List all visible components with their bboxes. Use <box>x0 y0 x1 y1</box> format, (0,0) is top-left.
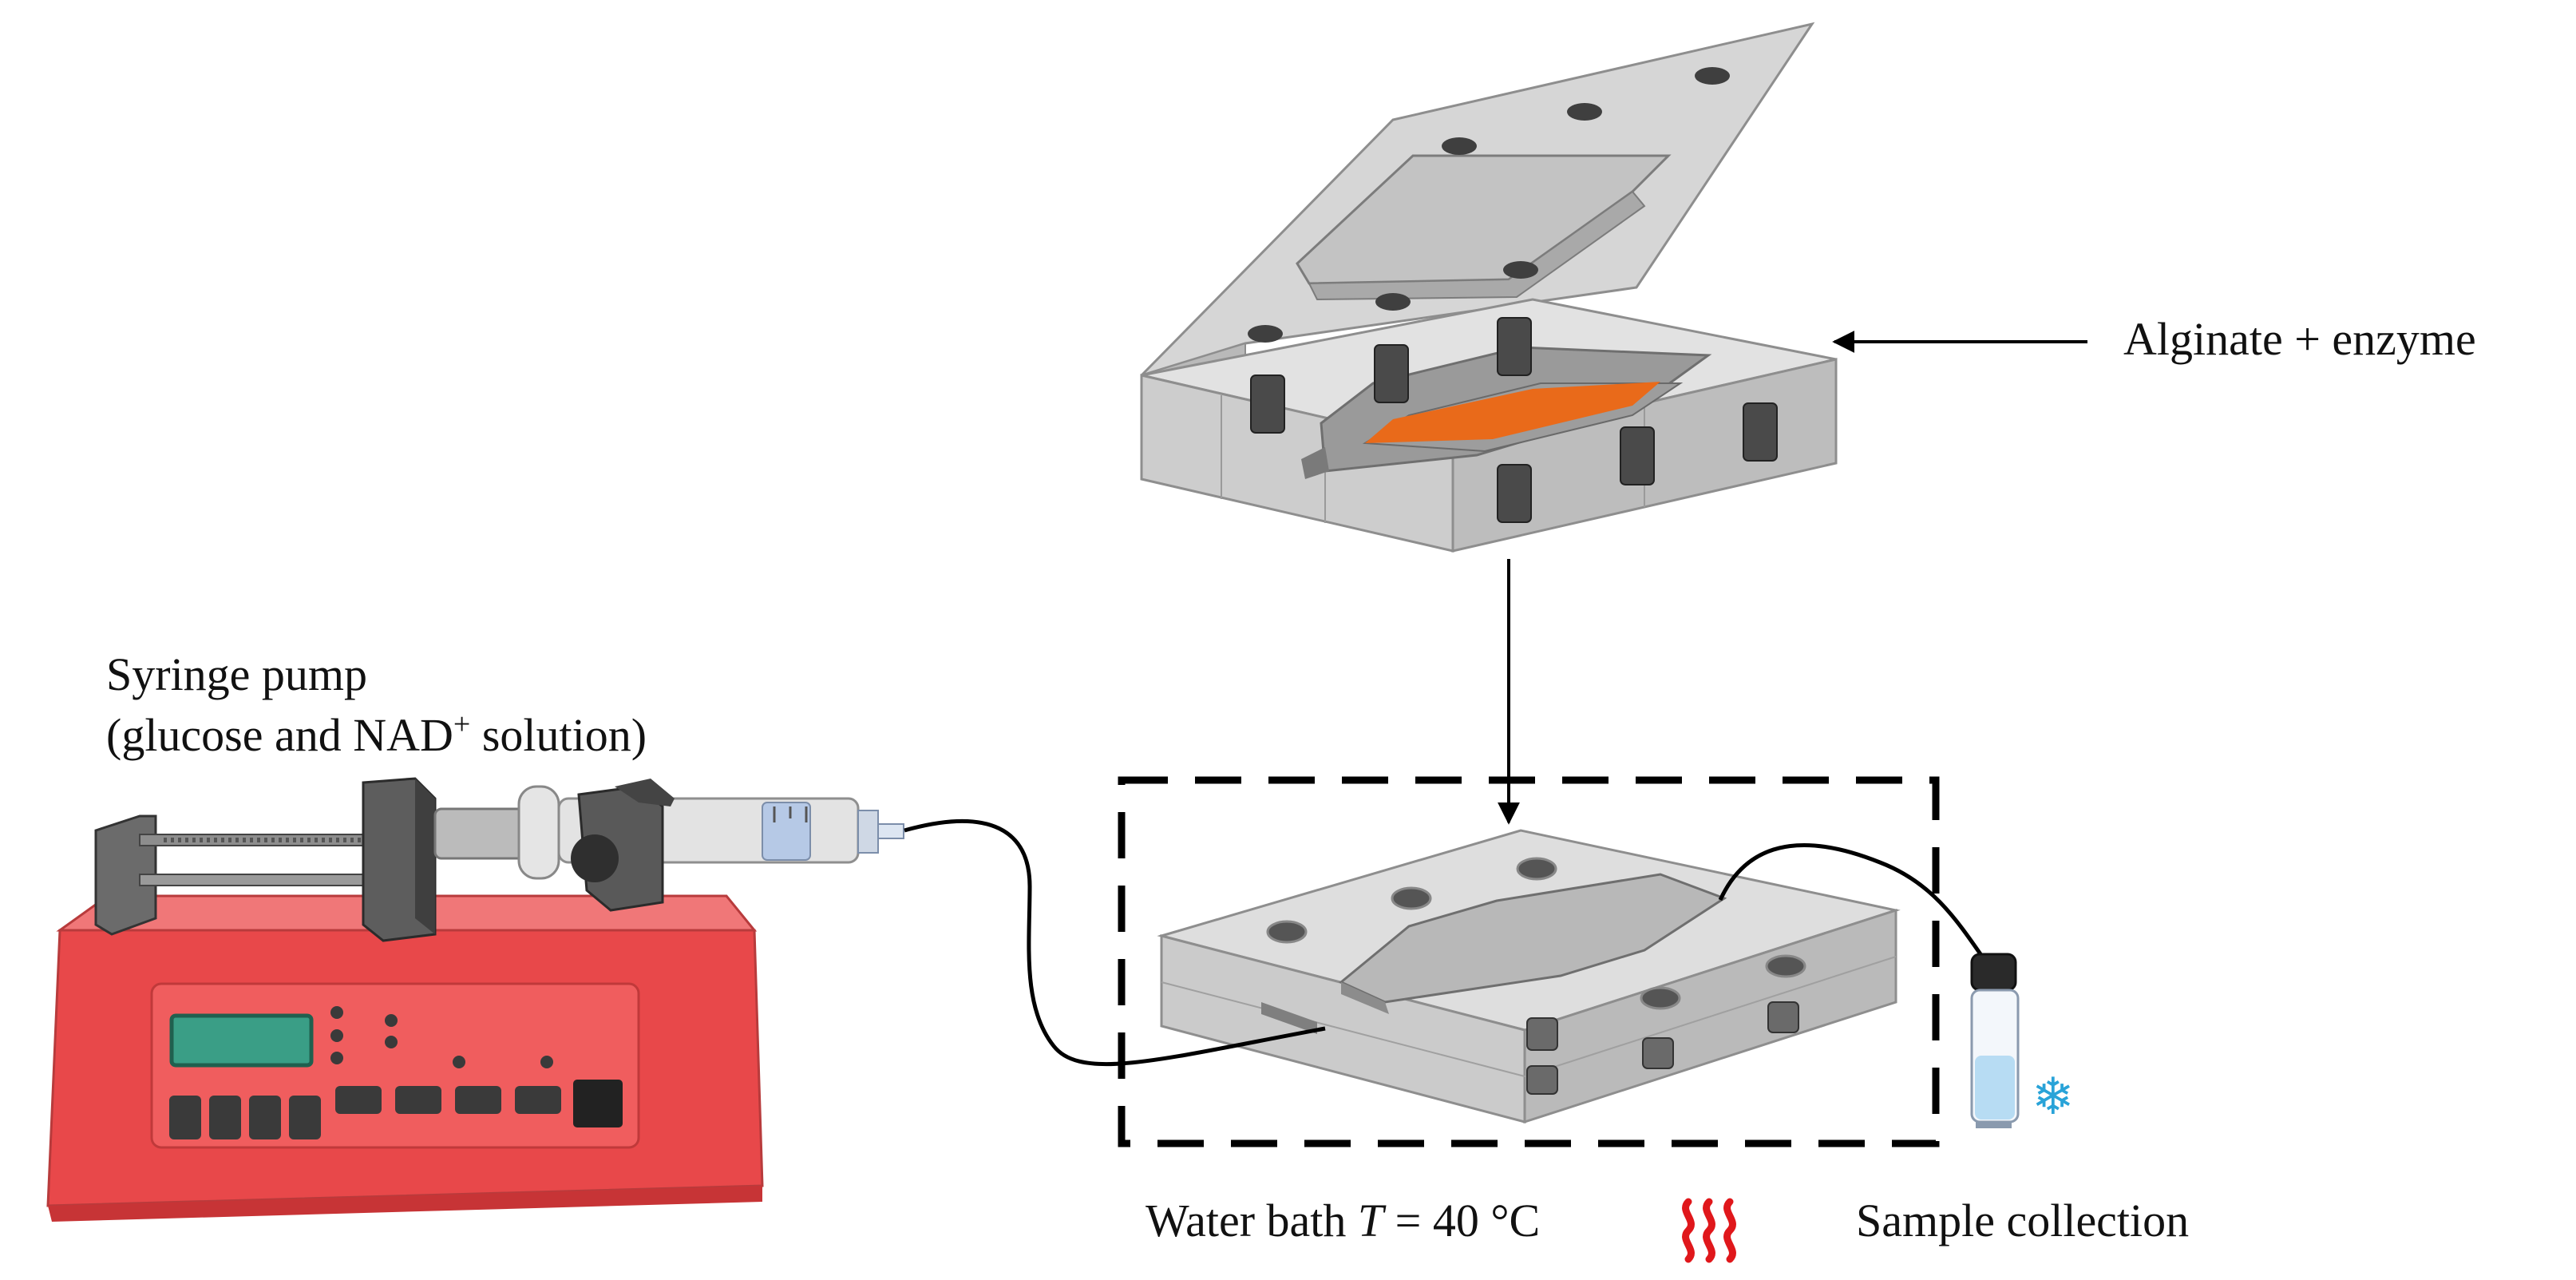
reactor-lid <box>1140 22 1815 393</box>
pump-buttons <box>169 1006 623 1139</box>
heat-waves-icon <box>1682 1198 1736 1263</box>
pump-rails <box>94 814 384 936</box>
reactor-base <box>1140 298 1838 553</box>
snowflake-icon: ❄ <box>2032 1068 2075 1127</box>
label-pump-solution: (glucose and NAD+ solution) <box>106 707 647 761</box>
syringe-pump <box>46 777 904 1222</box>
label-alginate-enzyme: Alginate + enzyme <box>2123 313 2476 365</box>
water-bath-frame <box>1118 776 1940 1147</box>
reactor-closed <box>1157 829 1901 1124</box>
enzyme-layer <box>1365 382 1660 443</box>
label-sample-collection: Sample collection <box>1856 1195 2189 1246</box>
reactor-open-assembly <box>1140 22 1838 553</box>
screw-posts <box>1250 317 1778 523</box>
tube-inlet <box>904 818 1326 1067</box>
label-water-bath: Water bath T = 40 °C <box>1146 1195 1540 1246</box>
pump-display <box>169 1013 314 1068</box>
collection-vial <box>1970 953 2020 1128</box>
label-syringe-pump: Syringe pump <box>106 648 367 700</box>
tube-outlet <box>1718 842 1988 964</box>
